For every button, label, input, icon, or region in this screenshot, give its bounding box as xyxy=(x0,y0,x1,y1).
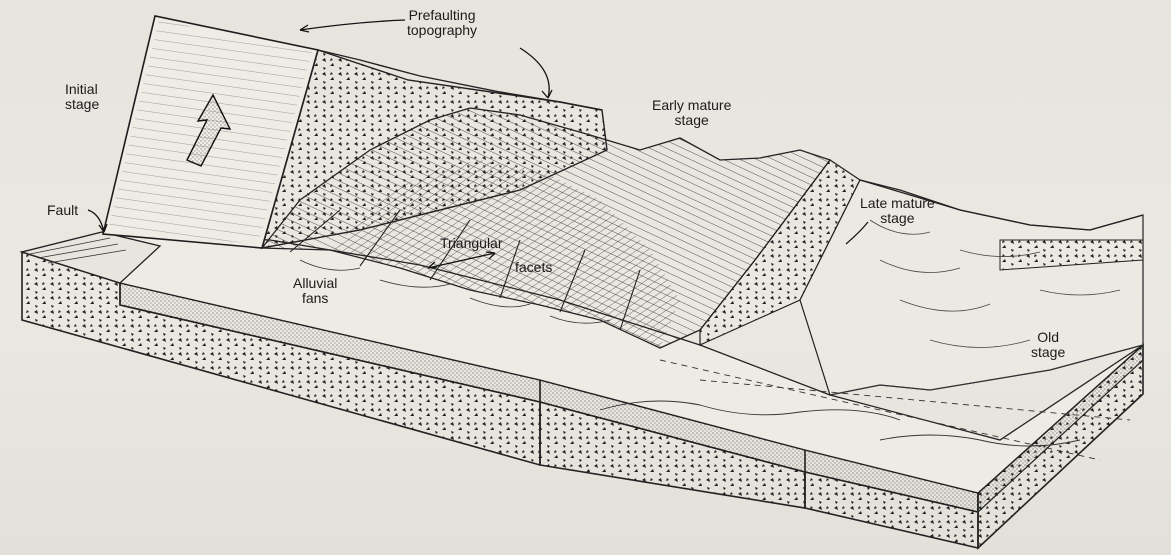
label-prefaulting-topography: Prefaulting topography xyxy=(407,8,477,38)
label-fault: Fault xyxy=(47,203,78,218)
label-facets: facets xyxy=(515,260,552,275)
label-late-mature-stage: Late mature stage xyxy=(860,196,935,226)
label-early-mature-stage: Early mature stage xyxy=(652,98,731,128)
label-old-stage: Old stage xyxy=(1031,330,1065,360)
label-alluvial-fans: Alluvial fans xyxy=(293,276,337,306)
leader-prefaulting-1 xyxy=(300,20,405,30)
label-triangular: Triangular xyxy=(440,236,503,251)
label-initial-stage: Initial stage xyxy=(65,82,99,112)
leader-prefaulting-2 xyxy=(520,48,549,98)
